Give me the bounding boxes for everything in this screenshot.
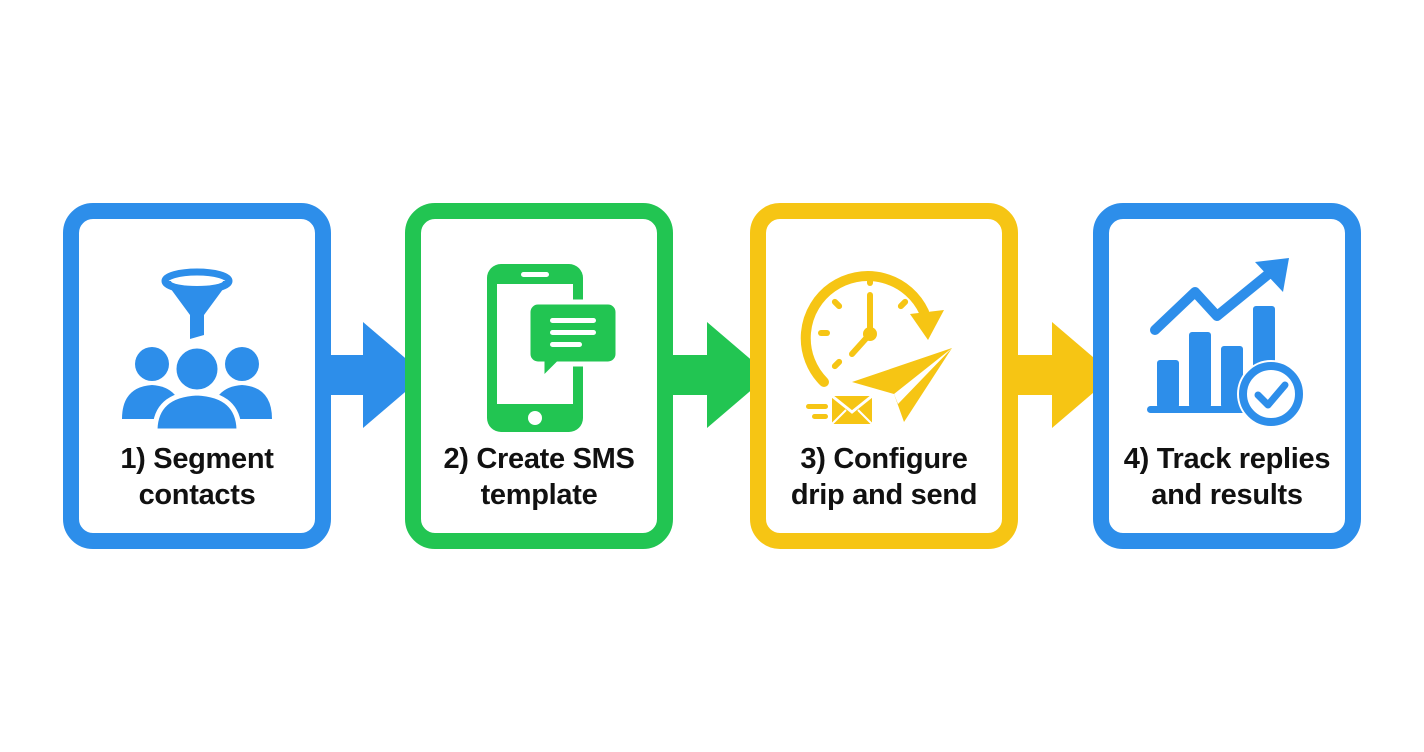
step-1-label-line2: contacts bbox=[138, 479, 256, 511]
step-4-label-line1: 4) Track replies bbox=[1123, 443, 1331, 475]
step-3-label-line2: drip and send bbox=[790, 479, 978, 511]
clock-send-icon bbox=[766, 249, 1002, 439]
step-2-label-line2: template bbox=[480, 479, 598, 511]
funnel-users-icon bbox=[79, 249, 315, 439]
chart-check-icon bbox=[1109, 249, 1345, 439]
step-4-label: 4) Track replies and results bbox=[1109, 441, 1345, 513]
step-1-segment-contacts: 1) Segment contacts bbox=[63, 203, 331, 549]
step-2-label-line1: 2) Create SMS bbox=[443, 443, 635, 475]
step-2-create-sms-template: 2) Create SMS template bbox=[405, 203, 673, 549]
step-1-label-line1: 1) Segment bbox=[120, 443, 274, 475]
phone-chat-icon bbox=[421, 249, 657, 439]
step-3-label: 3) Configure drip and send bbox=[766, 441, 1002, 513]
step-2-label: 2) Create SMS template bbox=[421, 441, 657, 513]
step-4-track-replies-and-results: 4) Track replies and results bbox=[1093, 203, 1361, 549]
step-4-label-line2: and results bbox=[1151, 479, 1303, 511]
step-3-configure-drip-and-send: 3) Configure drip and send bbox=[750, 203, 1018, 549]
step-3-label-line1: 3) Configure bbox=[800, 443, 968, 475]
step-1-label: 1) Segment contacts bbox=[79, 441, 315, 513]
